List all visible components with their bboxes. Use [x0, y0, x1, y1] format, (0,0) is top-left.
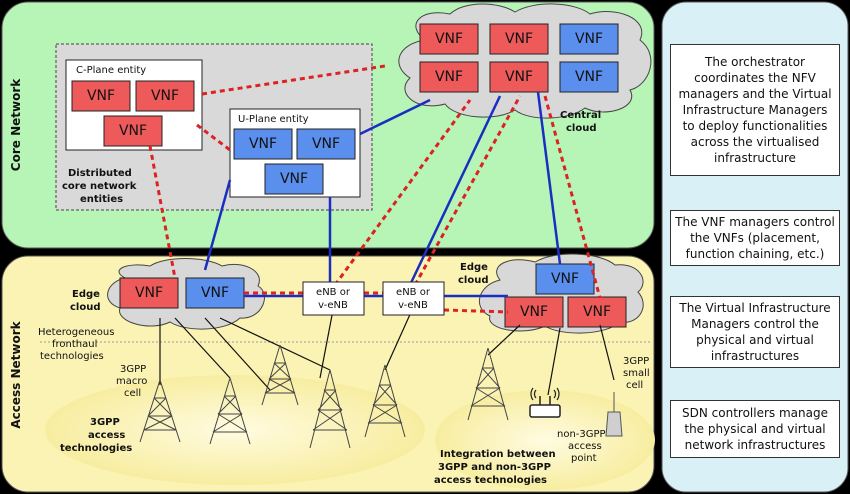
edge-right-vnf-2	[504, 296, 564, 328]
central-vnf-1-label: VNF	[435, 31, 463, 47]
uplane-vnf-1	[233, 128, 293, 160]
cell-towers	[139, 344, 509, 449]
enb-2-line1: eNB or	[396, 287, 431, 298]
uplane-title: U-Plane entity	[238, 114, 309, 125]
integration-area	[435, 390, 655, 490]
connections	[148, 64, 615, 396]
uplane-vnf-2	[296, 128, 356, 160]
edge-left-vnf-1	[119, 277, 179, 309]
tower-icon	[309, 369, 351, 449]
distributed-label-2: core network	[62, 181, 137, 192]
uplane-vnf-1-label: VNF	[249, 136, 277, 152]
central-vnf-2-label: VNF	[505, 31, 533, 47]
edge-right-label-2: cloud	[458, 275, 489, 286]
fronthaul-label-3: technologies	[40, 351, 104, 362]
enb-2-line2: v-eNB	[398, 300, 428, 311]
central-vnf-5	[489, 61, 549, 93]
edge-right-vnf-1-label: VNF	[551, 271, 579, 287]
access-tech-label-1: 3GPP	[90, 417, 120, 428]
3gpp-area	[45, 375, 425, 485]
enb-box-2	[382, 281, 445, 316]
cplane-vnf-1	[71, 80, 131, 112]
cplane-vnf-3-label: VNF	[119, 123, 147, 139]
central-vnf-6	[559, 61, 619, 93]
uplane-vnf-3	[264, 163, 324, 195]
fronthaul-label-2: fronthaul	[52, 339, 97, 350]
enb-1-line1: eNB or	[316, 287, 351, 298]
sdn-controllers-info: SDN controllers manage the physical and …	[670, 400, 840, 458]
central-cloud-label-1: Central	[560, 110, 601, 121]
non3gpp-label-1: non-3GPP	[557, 429, 606, 440]
uplane-vnf-2-label: VNF	[312, 136, 340, 152]
central-vnf-1	[419, 23, 479, 55]
wifi-access-point-icon	[529, 387, 561, 418]
edge-right-vnf-1	[535, 263, 595, 295]
cplane-vnf-3	[103, 115, 163, 147]
distributed-label-1: Distributed	[68, 168, 132, 179]
central-vnf-4-label: VNF	[435, 69, 463, 85]
non3gpp-label-3: point	[571, 453, 597, 464]
edge-right-vnf-3-label: VNF	[583, 304, 611, 320]
uplane-vnf-3-label: VNF	[280, 171, 308, 187]
central-cloud-label-2: cloud	[566, 123, 597, 134]
central-vnf-3	[559, 23, 619, 55]
edge-right-vnf-2-label: VNF	[520, 304, 548, 320]
enb-box-1	[302, 281, 365, 316]
central-vnf-2	[489, 23, 549, 55]
central-vnf-5-label: VNF	[505, 69, 533, 85]
distributed-label-3: entities	[80, 194, 123, 205]
access-network-label: Access Network	[9, 320, 23, 428]
small-cell-label-1: 3GPP	[623, 356, 649, 367]
central-vnf-6-label: VNF	[575, 69, 603, 85]
access-tech-label-2: access	[88, 430, 125, 441]
macro-cell-label-3: cell	[124, 388, 141, 399]
cplane-vnf-1-label: VNF	[87, 88, 115, 104]
integration-label-2: 3GPP and non-3GPP	[438, 462, 551, 473]
enb-1-line2: v-eNB	[318, 300, 348, 311]
vnf-managers-info: The VNF managers control the VNFs (place…	[670, 210, 840, 266]
edge-left-label-2: cloud	[70, 302, 101, 313]
core-network-label: Core Network	[9, 78, 23, 171]
edge-left-label-1: Edge	[72, 289, 100, 300]
edge-left-vnf-2-label: VNF	[201, 285, 229, 301]
cplane-vnf-2	[135, 80, 195, 112]
fronthaul-label-1: Heterogeneous	[38, 327, 114, 338]
vim-info: The Virtual Infrastructure Managers cont…	[670, 296, 840, 368]
tower-icon	[139, 379, 181, 443]
edge-right-label-1: Edge	[460, 262, 488, 273]
edge-left-vnf-1-label: VNF	[135, 285, 163, 301]
cplane-title: C-Plane entity	[76, 65, 146, 76]
edge-right-vnf-3	[567, 296, 627, 328]
macro-cell-label-2: macro	[116, 376, 147, 387]
tower-icon	[467, 347, 509, 421]
cplane-vnf-2-label: VNF	[151, 88, 179, 104]
central-vnf-4	[419, 61, 479, 93]
orchestrator-info: The orchestrator coordinates the NFV man…	[670, 44, 840, 176]
tower-icon	[364, 364, 406, 438]
small-cell-label-3: cell	[626, 380, 643, 391]
central-vnf-3-label: VNF	[575, 31, 603, 47]
small-cell-icon	[605, 392, 623, 437]
tower-icon	[261, 344, 299, 406]
macro-cell-label-1: 3GPP	[120, 364, 146, 375]
small-cell-label-2: small	[623, 368, 650, 379]
non3gpp-label-2: access	[568, 441, 602, 452]
integration-label-1: Integration between	[440, 449, 556, 460]
central-cloud	[398, 3, 652, 119]
access-tech-label-3: technologies	[60, 443, 132, 454]
integration-label-3: access technologies	[434, 475, 547, 486]
tower-icon	[209, 377, 251, 445]
